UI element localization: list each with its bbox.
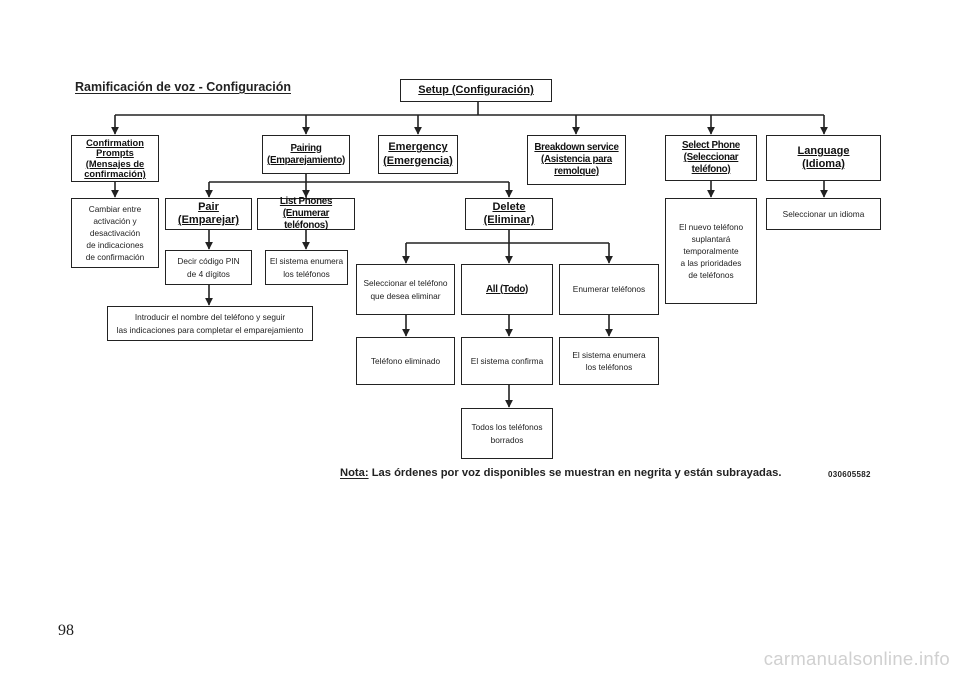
delete-list-phones-text: Enumerar teléfonos: [572, 284, 646, 295]
pair-name-text: Introducir el nombre del teléfono y segu…: [116, 312, 304, 335]
delete-select-phone-text: Seleccionar el teléfono que desea elimin…: [363, 278, 448, 301]
phone-deleted-node: Teléfono eliminado: [356, 337, 455, 385]
note-text: Las órdenes por voz disponibles se muest…: [368, 467, 782, 479]
select-phone-label: Select Phone (Seleccionar teléfono): [682, 140, 740, 175]
setup-root-node: Setup (Configuración): [400, 79, 552, 102]
pin-code-step: Decir código PIN de 4 dígitos: [165, 250, 252, 285]
delete-all-node: All (Todo): [461, 264, 553, 315]
breakdown-service-node: Breakdown service (Asistencia para remol…: [527, 135, 626, 185]
figure-code: 030605582: [828, 470, 871, 479]
pin-code-text: Decir código PIN de 4 dígitos: [177, 256, 240, 279]
language-label: Language (Idioma): [797, 144, 850, 170]
select-phone-description: El nuevo teléfono suplantará temporalmen…: [665, 198, 757, 304]
emergency-label: Emergency (Emergencia): [383, 141, 453, 167]
watermark: carmanualsonline.info: [763, 648, 950, 669]
select-phone-description-text: El nuevo teléfono suplantará temporalmen…: [678, 221, 744, 281]
delete-all-label: All (Todo): [486, 283, 528, 295]
pairing-node: Pairing (Emparejamiento): [262, 135, 350, 174]
confirmation-description: Cambiar entre activación y desactivación…: [71, 198, 159, 268]
list-phones-node: List Phones (Enumerar teléfonos): [257, 196, 355, 231]
all-phones-deleted-node: Todos los teléfonos borrados: [461, 408, 553, 459]
language-description: Seleccionar un idioma: [766, 198, 881, 230]
all-phones-deleted-text: Todos los teléfonos borrados: [471, 422, 543, 445]
pairing-label: Pairing (Emparejamiento): [267, 142, 345, 166]
confirmation-prompts-node: Confirmation Prompts (Mensajes de confir…: [71, 135, 159, 182]
pair-label: Pair (Emparejar): [177, 200, 240, 226]
delete-list-description-text: El sistema enumera los teléfonos: [572, 349, 646, 372]
list-phones-label: List Phones (Enumerar teléfonos): [279, 196, 333, 231]
breakdown-service-label: Breakdown service (Asistencia para remol…: [534, 142, 619, 177]
page-number: 98: [58, 622, 74, 639]
list-phones-description: El sistema enumera los teléfonos: [265, 250, 348, 285]
emergency-node: Emergency (Emergencia): [378, 135, 458, 174]
note-label: Nota:: [340, 467, 369, 479]
delete-list-phones-node: Enumerar teléfonos: [559, 264, 659, 315]
pair-name-step: Introducir el nombre del teléfono y segu…: [107, 306, 313, 341]
diagram-note: Nota: Las órdenes por voz disponibles se…: [340, 467, 781, 479]
system-confirms-text: El sistema confirma: [470, 355, 544, 366]
delete-list-description-node: El sistema enumera los teléfonos: [559, 337, 659, 385]
system-confirms-node: El sistema confirma: [461, 337, 553, 385]
list-phones-description-text: El sistema enumera los teléfonos: [269, 256, 344, 279]
confirmation-prompts-label: Confirmation Prompts (Mensajes de confir…: [84, 137, 146, 179]
language-node: Language (Idioma): [766, 135, 881, 181]
confirmation-description-text: Cambiar entre activación y desactivación…: [85, 203, 145, 263]
diagram-title: Ramificación de voz - Configuración: [75, 80, 291, 94]
phone-deleted-text: Teléfono eliminado: [370, 355, 441, 366]
delete-select-phone-node: Seleccionar el teléfono que desea elimin…: [356, 264, 455, 315]
select-phone-node: Select Phone (Seleccionar teléfono): [665, 135, 757, 181]
language-description-text: Seleccionar un idioma: [782, 208, 865, 219]
delete-label: Delete (Eliminar): [483, 200, 535, 226]
delete-node: Delete (Eliminar): [465, 198, 553, 230]
setup-root-label: Setup (Configuración): [418, 83, 534, 96]
pair-node: Pair (Emparejar): [165, 198, 252, 230]
